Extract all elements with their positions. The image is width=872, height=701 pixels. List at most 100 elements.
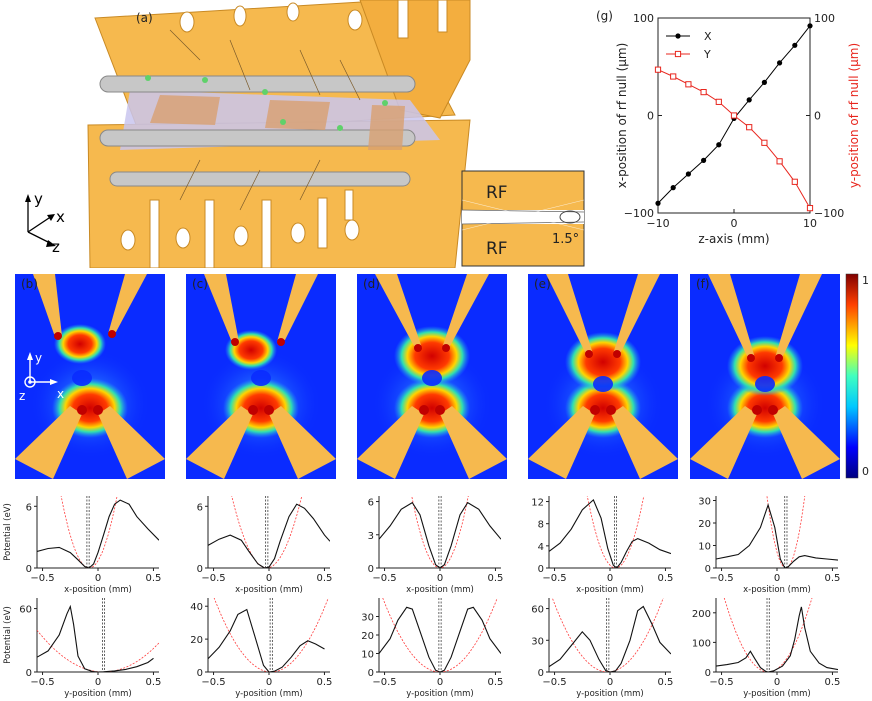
- point-Y: [806, 205, 814, 212]
- blade-electrode: [368, 105, 405, 150]
- harmonic-fit-curve: [231, 496, 303, 568]
- y-tick: 60: [19, 605, 32, 616]
- y-tick: 200: [692, 609, 711, 620]
- plate-hole: [233, 225, 249, 247]
- y-tick: 4: [538, 542, 544, 553]
- x-axis-label: x-position (mm): [235, 585, 303, 595]
- inset-rf-bottom: RF: [486, 239, 508, 259]
- x-tick: 0.5: [658, 573, 674, 584]
- x-tick: −0.5: [709, 677, 733, 688]
- y-axis-label-left: x-position of rf null (μm): [615, 43, 629, 189]
- point-Y: [715, 98, 722, 105]
- y-tick: 8: [538, 520, 544, 531]
- x-axis-label: y-position (mm): [743, 689, 811, 699]
- x-axis-label: y-position (mm): [406, 689, 474, 699]
- y-tick: 0: [538, 564, 544, 575]
- field-map-b: (b): [15, 274, 165, 479]
- point-X: [701, 157, 707, 163]
- y-tick: 0: [26, 564, 32, 575]
- x-tick: −0.5: [201, 677, 225, 688]
- y-tick: 6: [197, 502, 203, 513]
- y-tick: 30: [698, 497, 711, 508]
- potential-curve: [549, 498, 671, 568]
- plate-hole: [347, 9, 363, 31]
- x-tick: −10: [646, 217, 669, 230]
- x-tick: 0.5: [317, 677, 333, 688]
- potential-curve: [37, 499, 159, 568]
- y-tick: 0: [705, 564, 711, 575]
- potential-curve: [208, 608, 325, 672]
- x-tick: 0: [607, 677, 613, 688]
- potential-curve: [549, 605, 671, 672]
- x-axis-label: y-position (mm): [64, 689, 132, 699]
- plate-hole: [175, 227, 191, 249]
- point-Y: [670, 73, 677, 80]
- field-map-f: (f): [690, 274, 840, 479]
- plate-hole: [286, 2, 300, 22]
- x-tick: 0.5: [146, 677, 162, 688]
- y-tick: 100: [692, 638, 711, 649]
- rod-contact: [145, 75, 151, 81]
- field-z-label: z: [19, 389, 25, 403]
- x-tick: −0.5: [542, 573, 566, 584]
- field-axis-triad: yxz: [19, 351, 64, 403]
- field-y-label: y: [35, 351, 42, 365]
- point-X: [685, 171, 691, 177]
- point-Y: [776, 158, 783, 165]
- y-axis-label: Potential (eV): [3, 503, 13, 561]
- y-tick: 0: [197, 668, 203, 679]
- plate-hole: [233, 5, 247, 27]
- point-X: [655, 200, 661, 206]
- rod-contact: [337, 125, 343, 131]
- y-tick: 10: [698, 542, 711, 553]
- legend-marker: [675, 33, 681, 39]
- x-tick: −0.5: [542, 677, 566, 688]
- inset-rf-angle: RF RF 1.5°: [461, 170, 585, 267]
- point-X: [746, 97, 752, 103]
- x-tick: −0.5: [709, 573, 733, 584]
- harmonic-fit-curve: [382, 598, 498, 672]
- plate-slot: [317, 197, 328, 249]
- y-tick: 0: [368, 564, 374, 575]
- y-axis-label: Potential (eV): [3, 606, 13, 664]
- rod-contact: [280, 119, 286, 125]
- potential-curve: [379, 501, 501, 568]
- label-a: (a): [136, 11, 153, 25]
- x-tick: −0.5: [372, 573, 396, 584]
- y-tick: 3: [368, 531, 374, 542]
- field-map-e: (e): [528, 274, 678, 479]
- x-tick: 0: [774, 573, 780, 584]
- point-X: [670, 185, 676, 191]
- y-tick: 12: [531, 498, 544, 509]
- y-tick: 20: [190, 635, 203, 646]
- x-tick: 0.5: [825, 677, 841, 688]
- harmonic-fit-curve: [723, 598, 813, 672]
- label-g: (g): [596, 9, 613, 23]
- x-axis-label: y-position (mm): [235, 689, 303, 699]
- x-tick: 0: [437, 573, 443, 584]
- potential-curve: [379, 606, 501, 672]
- blade-electrode: [265, 100, 330, 130]
- rod-contact: [262, 89, 268, 95]
- potential-curve: [37, 604, 154, 672]
- wire-lines: [169, 29, 361, 211]
- x-tick: 0: [731, 217, 738, 230]
- plate-hole: [179, 11, 195, 33]
- potential-curve: [208, 503, 330, 568]
- point-Y: [791, 178, 798, 185]
- legend-label-X: X: [704, 30, 712, 43]
- x-tick: −0.5: [201, 573, 225, 584]
- blade-electrode: [150, 95, 220, 125]
- y-tick: 0: [368, 668, 374, 679]
- y-tick: 10: [361, 650, 374, 661]
- x-tick: 0: [95, 573, 101, 584]
